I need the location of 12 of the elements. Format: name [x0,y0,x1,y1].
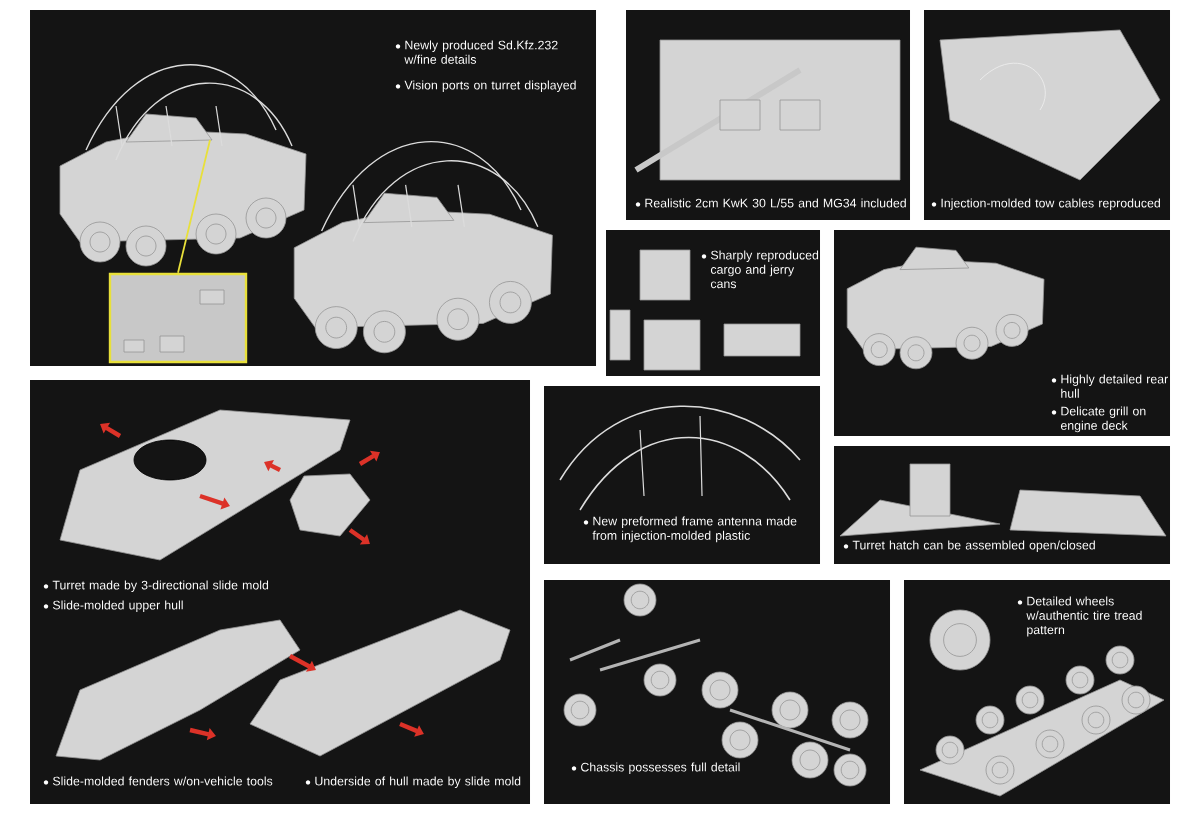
photo-panel [30,10,596,366]
photo-panel [30,380,530,804]
photo-panel [626,10,910,220]
photo-panel [544,580,890,804]
photo-panel [904,580,1170,804]
leader-line [177,139,211,274]
photo-panel [834,230,1170,436]
detail-inset [108,272,248,364]
photo-panel [544,386,820,564]
photo-panel [834,446,1170,564]
photo-panel [606,230,820,376]
photo-panel [924,10,1170,220]
